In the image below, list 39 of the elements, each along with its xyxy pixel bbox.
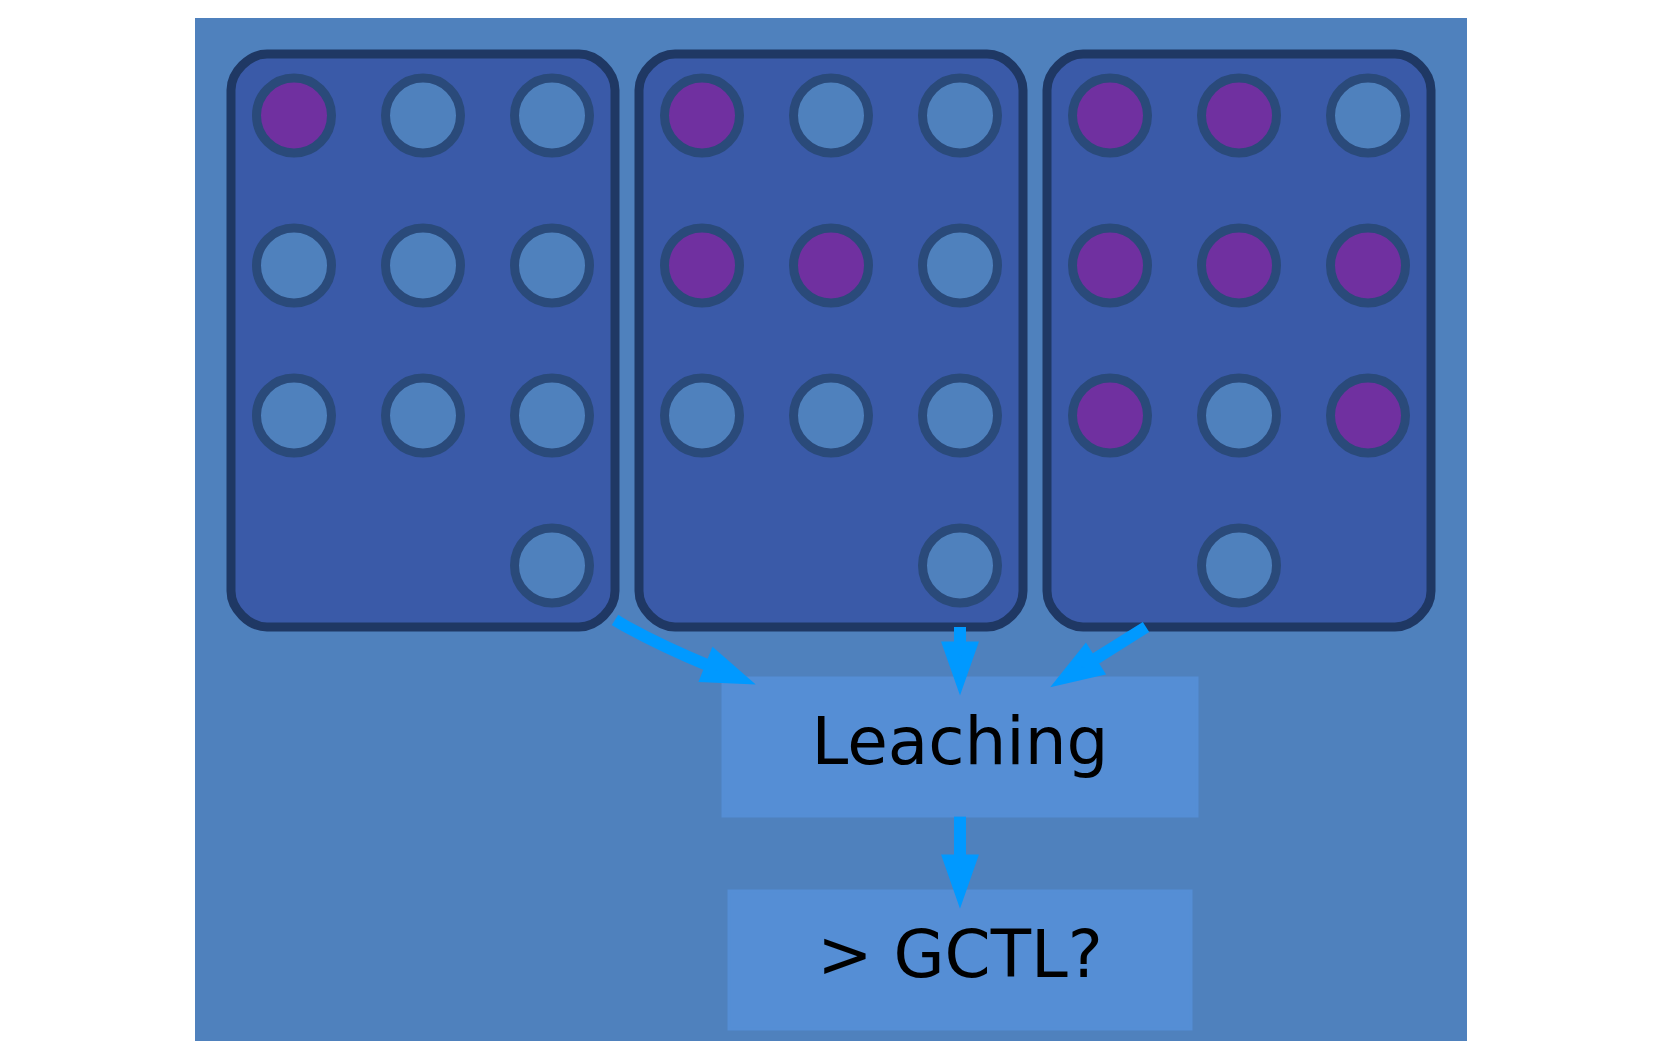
node-circle [917,373,1002,458]
cluster [1042,49,1435,632]
node-circle [509,373,594,458]
node-circle [659,373,744,458]
cluster [226,49,619,632]
node-circle [1196,223,1281,308]
node-circle [1325,73,1410,158]
node-circle [1325,373,1410,458]
arrow [611,614,756,685]
node-box: Leaching [721,676,1198,818]
node-box: > GCTL? [727,889,1192,1031]
node-circle [659,73,744,158]
node-circle [251,373,336,458]
node-circle [380,373,465,458]
arrow [1049,621,1149,688]
node-circle [509,523,594,608]
node-circle [1196,373,1281,458]
node-circle [509,73,594,158]
node-circle [659,223,744,308]
node-circle [788,73,873,158]
node-circle [917,223,1002,308]
node-circle [1325,223,1410,308]
node-circle [251,73,336,158]
node-circle [509,223,594,308]
node-circle [1196,73,1281,158]
node-circle [788,223,873,308]
cluster [634,49,1027,632]
arrow [940,627,979,696]
arrow [940,816,979,909]
node-circle [1196,523,1281,608]
node-circle [1067,223,1152,308]
node-circle [1067,73,1152,158]
node-circle [788,373,873,458]
node-circle [380,73,465,158]
node-circle [380,223,465,308]
node-circle [917,73,1002,158]
node-circle [917,523,1002,608]
node-circle [251,223,336,308]
node-circle [1067,373,1152,458]
